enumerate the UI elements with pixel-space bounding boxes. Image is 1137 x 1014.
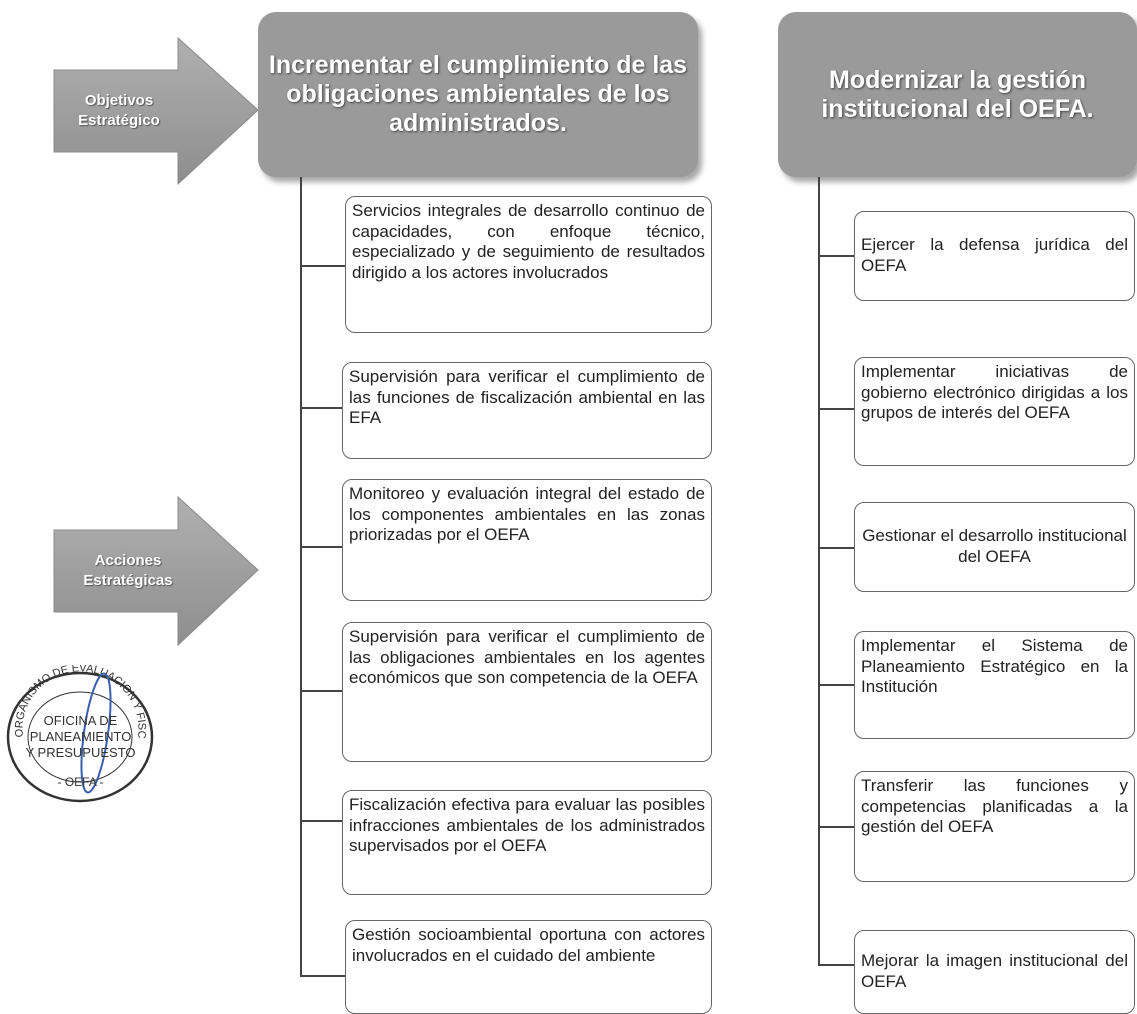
action-box: Servicios integrales de desarrollo conti… (345, 196, 712, 333)
right-connector (818, 964, 854, 966)
action-box: Implementar el Sistema de Planeamiento E… (854, 631, 1135, 739)
objective-header-right: Modernizar la gestión institucional del … (778, 12, 1137, 177)
right-connector (818, 684, 854, 686)
left-connector (300, 975, 345, 977)
left-connector (300, 407, 342, 409)
left-spine (300, 177, 302, 975)
action-box: Ejercer la defensa jurídica del OEFA (854, 211, 1135, 301)
objetivos-arrow (53, 36, 259, 186)
acciones-label: Acciones Estratégicas (83, 552, 173, 589)
acciones-arrow (53, 495, 259, 647)
office-seal: ORGANISMO DE EVALUACION Y FISCALIZACION … (0, 656, 158, 805)
action-box: Supervisión para verificar el cumplimien… (342, 622, 712, 762)
right-connector (818, 255, 854, 257)
seal-line-2: PLANEAMIENTO (29, 729, 132, 744)
seal-line-1: OFICINA DE (43, 713, 118, 728)
seal-bottom: - OEFA - (57, 775, 104, 789)
left-connector (300, 265, 345, 267)
action-box: Supervisión para verificar el cumplimien… (342, 362, 712, 459)
objective-header-left: Incrementar el cumplimiento de las oblig… (258, 12, 698, 177)
action-box: Gestión socioambiental oportuna con acto… (345, 920, 712, 1014)
seal-line-3: Y PRESUPUESTO (25, 745, 136, 760)
action-box: Monitoreo y evaluación integral del esta… (342, 479, 712, 601)
objetivos-label: Objetivos Estratégico (78, 92, 160, 129)
left-connector (300, 546, 342, 548)
action-box: Mejorar la imagen institucional del OEFA (854, 930, 1135, 1014)
seal-graphic: ORGANISMO DE EVALUACION Y FISCALIZACION … (0, 656, 154, 803)
action-box: Implementar iniciativas de gobierno elec… (854, 357, 1135, 466)
action-box: Fiscalización efectiva para evaluar las … (342, 790, 712, 895)
action-box: Transferir las funciones y competencias … (854, 771, 1135, 882)
right-connector (818, 547, 854, 549)
left-connector (300, 820, 342, 822)
seal-signature-ink (80, 672, 112, 794)
action-box: Gestionar el desarrollo institucional de… (854, 502, 1135, 592)
right-spine (818, 177, 820, 964)
left-connector (300, 690, 342, 692)
right-connector (818, 826, 854, 828)
right-connector (818, 408, 854, 410)
